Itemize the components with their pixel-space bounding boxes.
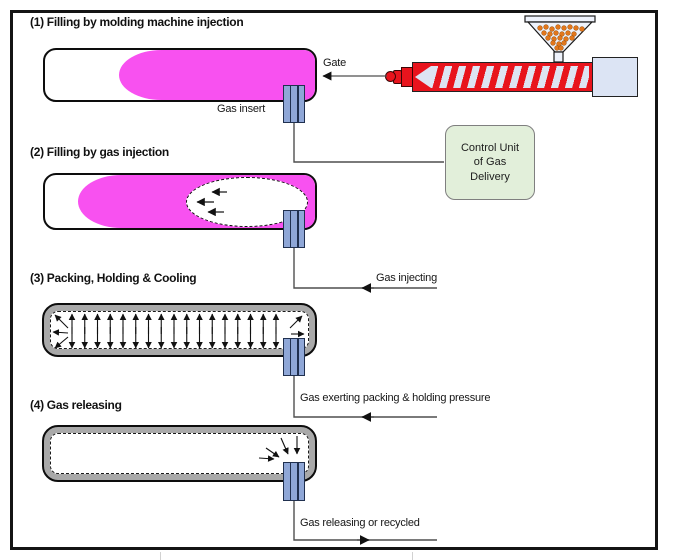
gas-release-arrows — [258, 436, 301, 462]
solidified-skin-boundary-step3 — [50, 311, 309, 349]
gas-insert-label: Gas insert — [217, 103, 266, 115]
screw-flights-icon — [431, 66, 589, 88]
machine-drive-block — [592, 57, 638, 97]
gas-injecting-label: Gas injecting — [376, 272, 437, 284]
page-table-tick — [160, 552, 161, 560]
control-unit-box: Control Unit of Gas Delivery — [445, 125, 535, 200]
hopper-icon — [524, 15, 596, 63]
step2-title: (2) Filling by gas injection — [30, 145, 169, 159]
step1-title: (1) Filling by molding machine injection — [30, 15, 244, 29]
polymer-melt-step1 — [119, 50, 315, 100]
mold-cavity-step1 — [43, 48, 317, 102]
page-table-tick — [412, 552, 413, 560]
gas-injector-pin-step1 — [283, 85, 305, 123]
mold-cavity-step2 — [43, 173, 317, 230]
nozzle-tip-icon — [385, 71, 396, 82]
gas-releasing-label: Gas releasing or recycled — [300, 517, 420, 529]
plastic-pellets-icon — [537, 24, 585, 51]
control-unit-line2: of Gas — [473, 156, 507, 169]
packing-pressure-arrows — [52, 303, 305, 357]
step4-title: (4) Gas releasing — [30, 398, 122, 412]
mold-cavity-step3 — [42, 303, 317, 357]
step3-title: (3) Packing, Holding & Cooling — [30, 271, 197, 285]
screw-tip-icon — [415, 66, 431, 88]
gas-packing-label: Gas exerting packing & holding pressure — [300, 392, 491, 404]
gate-label: Gate — [323, 57, 347, 69]
solidified-skin-boundary-step4 — [50, 433, 309, 474]
gas-injector-pin-step4 — [283, 462, 305, 501]
control-unit-line1: Control Unit — [460, 142, 520, 155]
gas-injector-pin-step2 — [283, 210, 305, 248]
mold-cavity-step4 — [42, 425, 317, 482]
control-unit-line3: Delivery — [470, 170, 510, 183]
nozzle-icon — [401, 67, 413, 87]
gas-injector-pin-step3 — [283, 338, 305, 376]
